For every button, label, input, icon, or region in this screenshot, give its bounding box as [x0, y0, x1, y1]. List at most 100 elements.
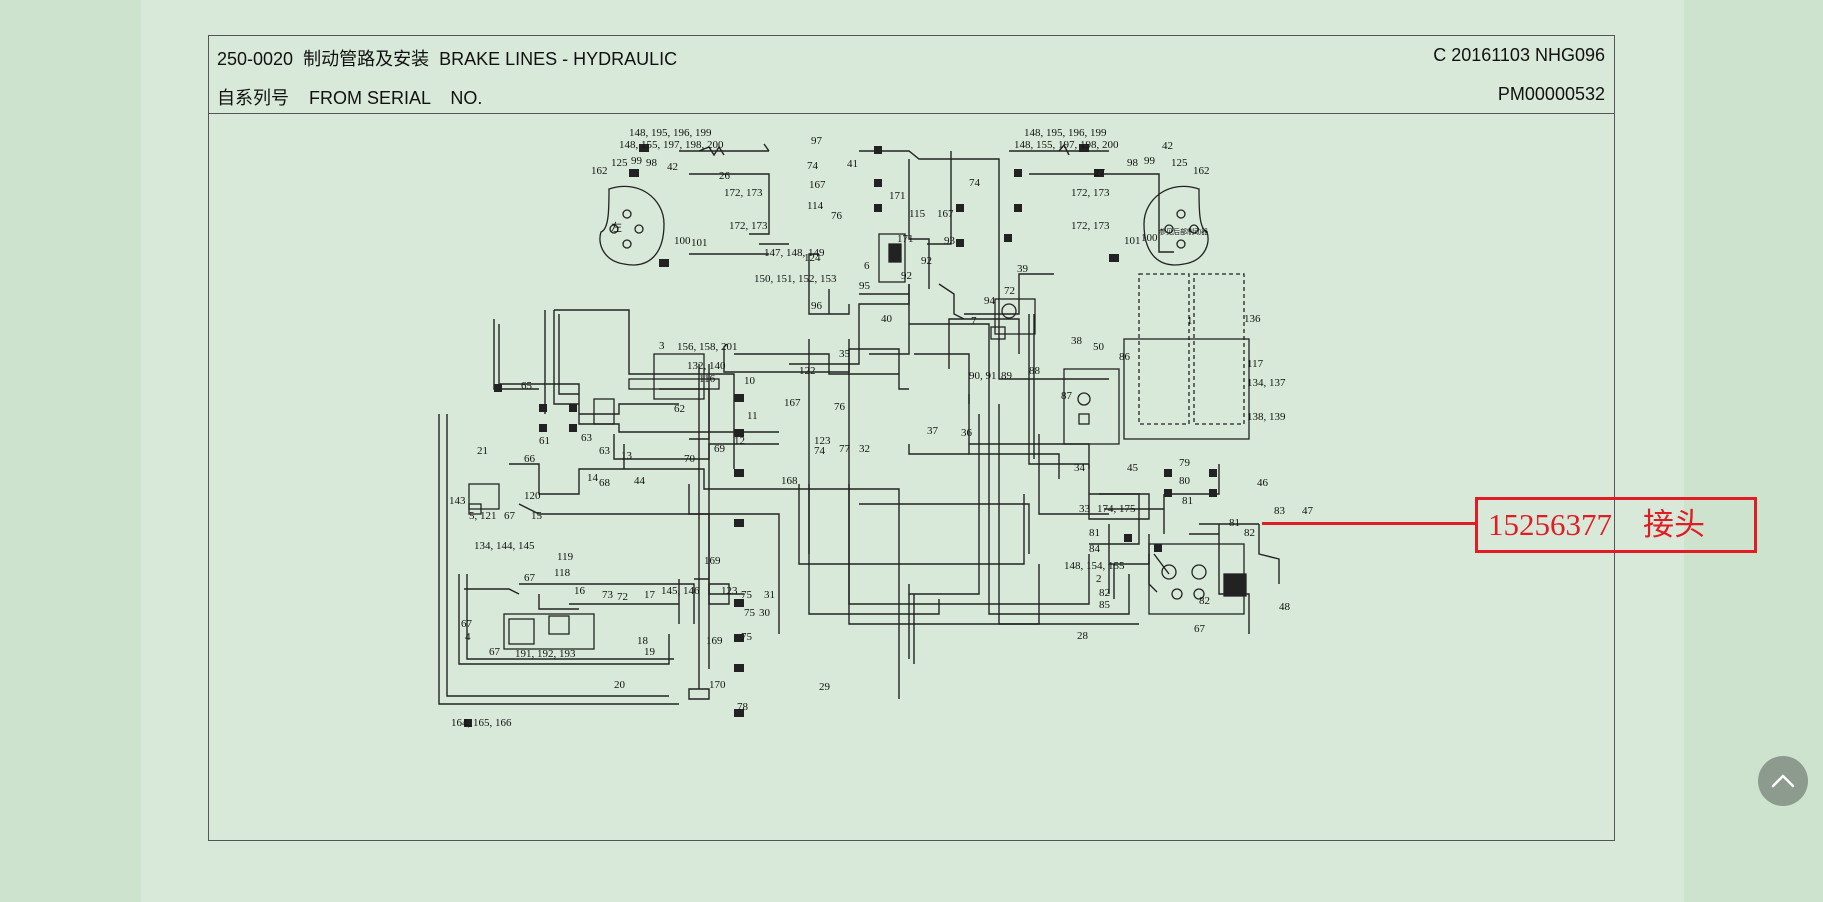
part-number-label: 81	[1089, 527, 1100, 539]
part-number-label: 174, 175	[1097, 503, 1136, 515]
part-number-label: 30	[759, 607, 771, 619]
part-number-label: 74	[807, 160, 819, 172]
part-number-label: 92	[901, 270, 912, 282]
part-number-label: 65	[521, 380, 533, 392]
pipe-lines	[438, 143, 1280, 705]
part-number-label: 2	[1096, 573, 1102, 585]
part-number-label: 34	[1074, 462, 1086, 474]
chevron-up-icon	[1771, 774, 1795, 788]
part-number-label: 69	[714, 443, 726, 455]
part-number-label: 171	[889, 190, 906, 202]
part-number-label: 168	[781, 475, 798, 487]
part-number-label: 82	[1099, 587, 1110, 599]
part-number-label: 33	[1079, 503, 1091, 515]
part-number-label: 98	[1127, 157, 1139, 169]
part-number-label: 134, 137	[1247, 377, 1286, 389]
part-number-label: 16	[574, 585, 586, 597]
part-number-label: 参见后部制动器	[1159, 227, 1208, 236]
part-number-label: 29	[819, 681, 831, 693]
part-number-label: 66	[524, 453, 536, 465]
brake-disc-right	[1143, 185, 1209, 266]
part-number-label: 11	[747, 410, 758, 422]
part-number-label: 191, 192, 193	[515, 648, 576, 660]
part-number-label: 63	[599, 445, 611, 457]
part-number-label: 89	[1001, 370, 1013, 382]
part-number-label: 136	[1244, 313, 1261, 325]
part-number-label: 42	[1162, 140, 1173, 152]
parts-drawing-frame: 250-0020 制动管路及安装 BRAKE LINES - HYDRAULIC…	[208, 35, 1615, 841]
revision-code: C 20161103 NHG096	[1433, 45, 1605, 65]
part-number-label: 61	[539, 435, 550, 447]
part-number-label: 145, 146	[661, 585, 700, 597]
part-number-label: 7	[971, 315, 977, 327]
part-number-label: 45	[1127, 462, 1139, 474]
part-number-label: 左	[611, 221, 622, 234]
part-number-label: 143	[449, 495, 466, 507]
part-number-label: 48	[1279, 601, 1291, 613]
part-callout-box: 15256377 接头	[1475, 497, 1757, 553]
part-number-label: 46	[1257, 477, 1269, 489]
part-number-label: 21	[477, 445, 488, 457]
part-number-label: 74	[814, 445, 826, 457]
part-number-label: 42	[667, 161, 678, 173]
part-number-label: 172, 173	[1071, 220, 1110, 232]
brake-disc-left	[599, 185, 665, 266]
part-number-label: 50	[1093, 341, 1105, 353]
part-number-label: 98	[646, 157, 658, 169]
part-number-label: 148, 154, 155	[1064, 560, 1125, 572]
part-number-label: 5, 121	[469, 510, 497, 522]
part-number-label: 123	[721, 585, 738, 597]
part-number-label: 76	[831, 210, 843, 222]
part-number-label: 75	[741, 589, 753, 601]
part-number-label: 74	[969, 177, 981, 189]
part-code: PM00000532	[1497, 84, 1605, 104]
part-number-label: 147, 148, 149	[764, 247, 825, 259]
part-number-label: 96	[811, 300, 823, 312]
part-number-label: 100	[1141, 232, 1158, 244]
part-number-label: 100	[674, 235, 691, 247]
part-number-label: 62	[674, 403, 685, 415]
part-number-label: 6	[864, 260, 870, 272]
part-number-label: 88	[1029, 365, 1041, 377]
part-number-label: 28	[1077, 630, 1089, 642]
part-number-label: 164, 165, 166	[451, 717, 512, 729]
label-148-195-right: 148, 195, 196, 199	[1024, 127, 1107, 139]
part-number-label: 1	[1187, 315, 1193, 327]
part-number-label: 72	[617, 591, 628, 603]
part-number-label: 95	[859, 280, 871, 292]
part-number-label: 10	[744, 375, 756, 387]
part-number-label: 68	[599, 477, 611, 489]
part-number-label: 82	[1199, 595, 1210, 607]
header-row-1: 250-0020 制动管路及安装 BRAKE LINES - HYDRAULIC…	[209, 36, 1614, 74]
part-number-label: 90, 91	[969, 370, 997, 382]
part-number-label: 124	[804, 252, 821, 264]
part-number-label: 38	[1071, 335, 1083, 347]
part-number-label: 67	[489, 646, 501, 658]
part-number-label: 26	[719, 170, 731, 182]
part-number-label: 81	[1182, 495, 1193, 507]
part-number-label: 36	[961, 427, 973, 439]
label-148-155: 148, 155, 197, 198, 200	[619, 139, 724, 151]
part-number-label: 35	[839, 348, 851, 360]
part-number-label: 134, 144, 145	[474, 540, 535, 552]
part-number-label: 150, 151, 152, 153	[754, 273, 837, 285]
label-148-155-right: 148, 155, 197, 198, 200	[1014, 139, 1119, 151]
part-number-label: 171	[897, 233, 914, 245]
part-number-label: 70	[684, 453, 696, 465]
part-number-label: 119	[557, 551, 574, 563]
part-number-label: 80	[1179, 475, 1191, 487]
part-number-label: 167	[784, 397, 801, 409]
part-number-label: 162	[1193, 165, 1210, 177]
fittings	[464, 144, 1217, 727]
part-number-label: 167	[809, 179, 826, 191]
label-148-195: 148, 195, 196, 199	[629, 127, 712, 139]
part-number-label: 122	[799, 365, 816, 377]
part-number-label: 86	[1119, 351, 1131, 363]
scroll-to-top-button[interactable]	[1758, 756, 1808, 806]
part-number-label: 172, 173	[724, 187, 763, 199]
part-number-label: 17	[644, 589, 656, 601]
header-row-2: 自系列号 FROM SERIAL NO. PM00000532	[209, 75, 1614, 113]
part-number-label: 15	[531, 510, 543, 522]
part-number-label: 27	[1094, 167, 1106, 179]
part-number-label: 162	[591, 165, 608, 177]
